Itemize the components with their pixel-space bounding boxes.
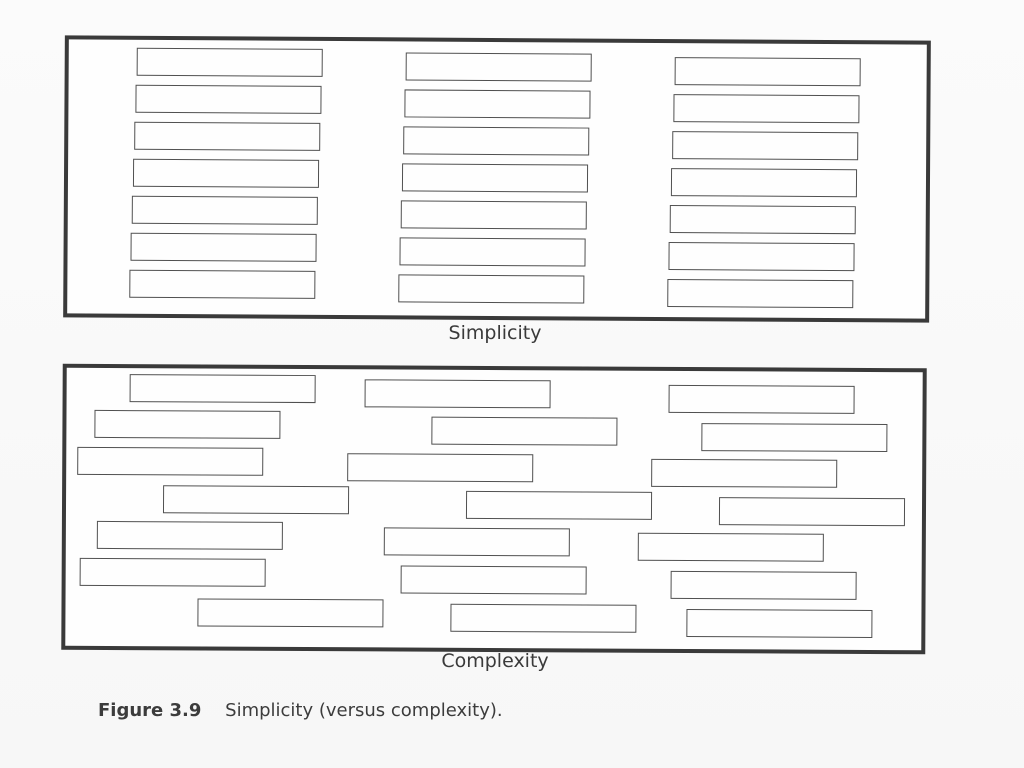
complexity-box bbox=[364, 379, 551, 409]
complexity-box bbox=[718, 497, 906, 527]
complexity-box bbox=[651, 458, 838, 488]
simplicity-box bbox=[668, 242, 855, 272]
complexity-box bbox=[162, 485, 350, 515]
simplicity-box bbox=[672, 131, 859, 161]
simplicity-box bbox=[129, 269, 316, 299]
simplicity-box bbox=[670, 168, 858, 198]
simplicity-panel bbox=[63, 35, 931, 323]
figure-caption-text: Simplicity (versus complexity). bbox=[225, 700, 503, 721]
complexity-box bbox=[450, 603, 637, 633]
complexity-box bbox=[77, 446, 264, 476]
complexity-box bbox=[686, 609, 873, 638]
complexity-panel bbox=[61, 363, 927, 655]
simplicity-box bbox=[398, 274, 585, 304]
simplicity-box bbox=[131, 195, 318, 225]
simplicity-box bbox=[404, 89, 591, 119]
simplicity-caption: Simplicity bbox=[448, 322, 542, 344]
complexity-box bbox=[96, 520, 283, 550]
complexity-box bbox=[668, 384, 855, 414]
complexity-box bbox=[701, 423, 888, 453]
simplicity-box bbox=[130, 232, 317, 262]
complexity-box bbox=[129, 374, 316, 404]
complexity-box bbox=[383, 527, 570, 557]
simplicity-box bbox=[132, 158, 320, 188]
figure-caption: Figure 3.9 Simplicity (versus complexity… bbox=[98, 700, 503, 721]
simplicity-box bbox=[667, 279, 854, 309]
simplicity-box bbox=[405, 52, 592, 82]
simplicity-box bbox=[401, 163, 589, 193]
complexity-box bbox=[347, 453, 534, 483]
complexity-box bbox=[670, 570, 857, 600]
simplicity-box bbox=[669, 205, 856, 235]
complexity-box bbox=[79, 557, 266, 587]
simplicity-box bbox=[135, 84, 322, 114]
complexity-box bbox=[197, 598, 384, 628]
simplicity-box bbox=[399, 237, 586, 267]
simplicity-box bbox=[136, 47, 323, 77]
simplicity-box bbox=[674, 57, 861, 87]
complexity-box bbox=[465, 490, 653, 520]
complexity-box bbox=[431, 416, 618, 446]
simplicity-box bbox=[403, 126, 590, 156]
complexity-caption: Complexity bbox=[441, 650, 549, 672]
simplicity-box bbox=[400, 200, 587, 230]
simplicity-box bbox=[673, 94, 860, 124]
complexity-box bbox=[400, 565, 587, 595]
complexity-box bbox=[637, 532, 824, 562]
complexity-box bbox=[94, 409, 281, 439]
simplicity-box bbox=[134, 121, 321, 151]
figure-number: Figure 3.9 bbox=[98, 700, 202, 721]
